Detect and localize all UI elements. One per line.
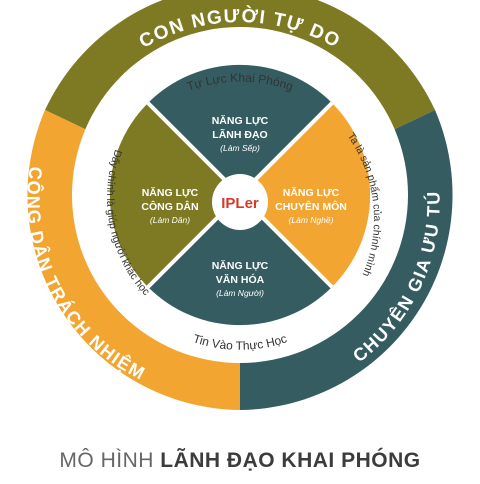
quadrant-left-line2: CÔNG DÂN [141,200,198,213]
quadrant-top-sub: (Làm Sếp) [220,143,260,153]
quadrant-bottom-labels: NĂNG LỰC VĂN HÓA (Làm Người) [212,259,269,298]
band-label-bottom: Tin Vào Thực Học [191,331,288,352]
quadrant-right-line1: NĂNG LỰC [283,186,340,199]
quadrant-left-sub: (Làm Dân) [150,215,190,225]
caption-prefix: MÔ HÌNH [59,449,154,472]
quadrant-top-labels: NĂNG LỰC LÃNH ĐẠO (Làm Sếp) [212,114,269,153]
quadrant-top-line1: NĂNG LỰC [212,114,269,127]
quadrant-top-line2: LÃNH ĐẠO [212,128,267,141]
quadrant-bottom [148,195,332,326]
caption-bold: LÃNH ĐẠO KHAI PHÓNG [160,449,421,472]
quadrant-top [148,64,332,195]
quadrant-left-labels: NĂNG LỰC CÔNG DÂN (Làm Dân) [141,186,198,225]
quadrant-bottom-line2: VĂN HÓA [216,273,265,286]
center-hub [212,174,268,230]
center-hub-label: IPLer [221,195,259,212]
quadrant-right-sub: (Làm Nghề) [289,215,334,225]
quadrant-right-line2: CHUYÊN MÔN [275,200,347,213]
quadrant-bottom-sub: (Làm Người) [216,288,264,298]
quadrant-left [109,103,241,287]
quadrant-left-line1: NĂNG LỰC [142,186,199,199]
quadrant-bottom-line1: NĂNG LỰC [212,259,269,272]
quadrant-right [240,103,371,287]
quadrant-right-labels: NĂNG LỰC CHUYÊN MÔN (Làm Nghề) [275,186,347,225]
diagram-caption: MÔ HÌNH LÃNH ĐẠO KHAI PHÓNG [0,449,480,473]
